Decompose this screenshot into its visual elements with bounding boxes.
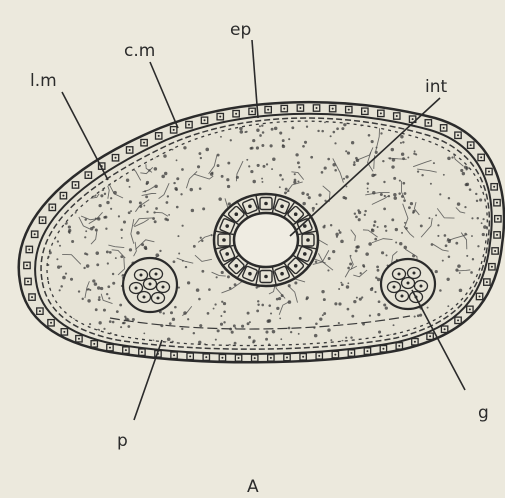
label-g: g [478, 403, 489, 423]
ganglion-right [381, 259, 435, 309]
nerve-cord-left [123, 258, 177, 312]
label-ep: ep [230, 20, 251, 40]
figure-caption: A [247, 477, 259, 497]
label-int: int [425, 77, 447, 97]
intestine [214, 194, 318, 286]
label-lm: l.m [30, 71, 57, 91]
label-p: p [117, 431, 128, 451]
leader-line-cm [150, 62, 178, 128]
label-cm: c.m [124, 41, 155, 61]
